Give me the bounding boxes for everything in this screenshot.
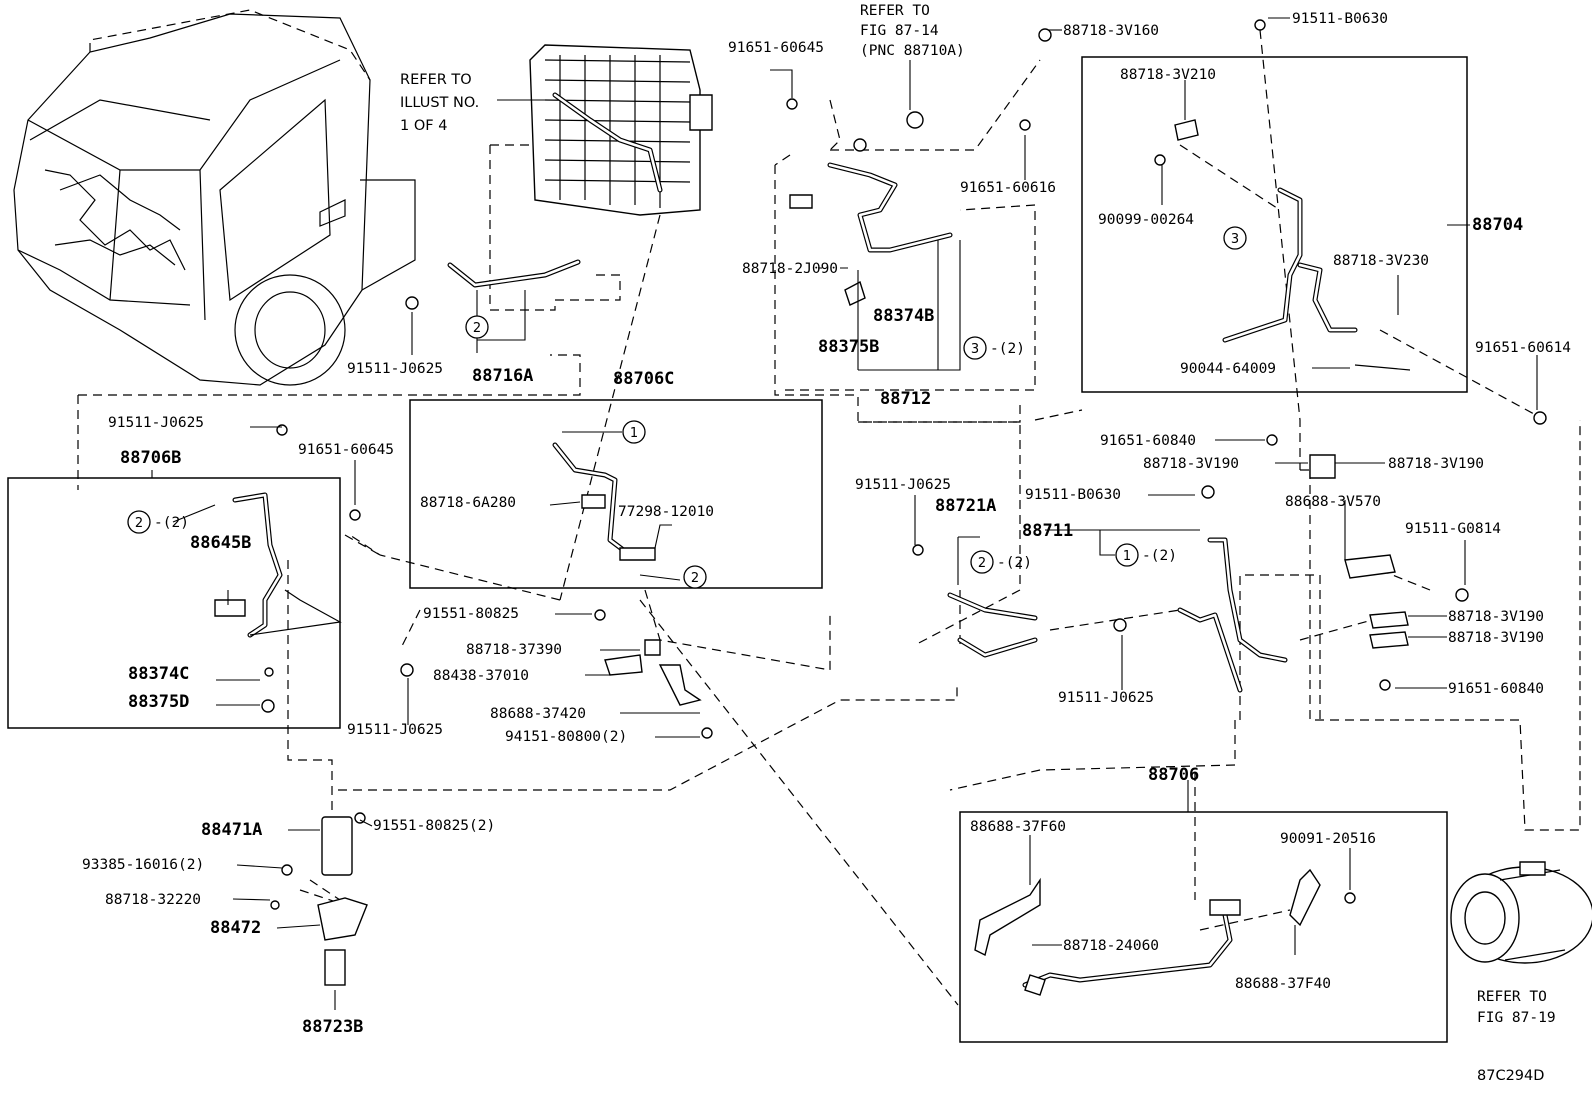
- part-88718-6A280: 88718-6A280: [420, 495, 516, 511]
- box-88706: [959, 811, 1448, 1043]
- refer-fig-87-19-line2: FIG 87-19: [1477, 1010, 1556, 1026]
- part-88472: 88472: [210, 918, 261, 938]
- part-88718-2J090: 88718-2J090: [742, 261, 838, 277]
- assembly-88711: 88711: [1022, 521, 1073, 541]
- marker-qty: -(2): [997, 555, 1032, 571]
- part-91511-B0630: 91511-B0630: [1025, 487, 1121, 503]
- part-88374C: 88374C: [128, 664, 189, 684]
- part-91551-80825-2: 91551-80825(2): [373, 818, 495, 834]
- part-91511-B0630: 91511-B0630: [1292, 11, 1388, 27]
- reference-notes: REFER TO ILLUST NO. 1 OF 4 REFER TO FIG …: [400, 3, 1556, 1084]
- condenser-illustration: [529, 44, 713, 216]
- marker-qty: -(2): [990, 341, 1025, 357]
- part-91651-60645: 91651-60645: [728, 40, 824, 56]
- part-91651-60840: 91651-60840: [1100, 433, 1196, 449]
- part-88718-3V190: 88718-3V190: [1388, 456, 1484, 472]
- part-88718-3V190: 88718-3V190: [1143, 456, 1239, 472]
- part-91511-J0625: 91511-J0625: [108, 415, 204, 431]
- part-91511-J0625: 91511-J0625: [347, 722, 443, 738]
- part-94151-80800: 94151-80800(2): [505, 729, 627, 745]
- refer-fig-87-14-line2: FIG 87-14: [860, 23, 939, 39]
- part-90044-64009: 90044-64009: [1180, 361, 1276, 377]
- marker-3: 3: [1231, 232, 1239, 247]
- part-88374B: 88374B: [873, 306, 934, 326]
- part-88375D: 88375D: [128, 692, 189, 712]
- part-88688-3V570: 88688-3V570: [1285, 494, 1381, 510]
- reference-markers: 2 1 2 2 -(2) 3 -(2) 3 2 -(2) 1 -(2): [127, 226, 1247, 589]
- part-88718-32220: 88718-32220: [105, 892, 201, 908]
- refer-fig-87-14-line1: REFER TO: [860, 3, 930, 19]
- part-91651-60614: 91651-60614: [1475, 340, 1571, 356]
- dashed-routing: [77, 29, 1581, 1006]
- part-88718-3V210: 88718-3V210: [1120, 67, 1216, 83]
- part-91651-60645: 91651-60645: [298, 442, 394, 458]
- part-90091-20516: 90091-20516: [1280, 831, 1376, 847]
- refer-fig-87-19-line1: REFER TO: [1477, 989, 1547, 1005]
- part-88718-3V190: 88718-3V190: [1448, 630, 1544, 646]
- refer-illust-line1: REFER TO: [400, 72, 472, 88]
- part-88718-37390: 88718-37390: [466, 642, 562, 658]
- part-88688-37420: 88688-37420: [490, 706, 586, 722]
- refer-fig-87-14-line3: (PNC 88710A): [860, 43, 965, 59]
- part-88718-24060: 88718-24060: [1063, 938, 1159, 954]
- assembly-88712: 88712: [880, 389, 931, 409]
- part-91511-J0625: 91511-J0625: [1058, 690, 1154, 706]
- marker-2: 2: [978, 556, 986, 571]
- marker-2: 2: [473, 321, 481, 336]
- box-88706C: [409, 399, 823, 589]
- assembly-88721A: 88721A: [935, 496, 996, 516]
- marker-1: 1: [630, 426, 638, 441]
- refer-illust-line3: 1 OF 4: [400, 118, 447, 134]
- marker-3: 3: [971, 342, 979, 357]
- part-88718-3V230: 88718-3V230: [1333, 253, 1429, 269]
- part-labels: 91651-60645 91511-J0625 91511-J0625 9165…: [82, 11, 1571, 1037]
- marker-2: 2: [135, 516, 143, 531]
- part-91551-80825: 91551-80825: [423, 606, 519, 622]
- part-88718-3V160: 88718-3V160: [1063, 23, 1159, 39]
- part-91651-60840: 91651-60840: [1448, 681, 1544, 697]
- part-77298-12010: 77298-12010: [618, 504, 714, 520]
- part-93385-16016: 93385-16016(2): [82, 857, 204, 873]
- part-91651-60616: 91651-60616: [960, 180, 1056, 196]
- marker-qty: -(2): [154, 515, 189, 531]
- part-88688-37F60: 88688-37F60: [970, 819, 1066, 835]
- leader-lines: [151, 17, 1538, 1010]
- part-88438-37010: 88438-37010: [433, 668, 529, 684]
- pipe-drawings: [214, 19, 1547, 996]
- part-88375B: 88375B: [818, 337, 879, 357]
- refer-illust-line2: ILLUST NO.: [400, 95, 479, 111]
- part-91511-J0625: 91511-J0625: [347, 361, 443, 377]
- assembly-88716A: 88716A: [472, 366, 533, 386]
- figure-code: 87C294D: [1477, 1068, 1544, 1084]
- part-88718-3V190: 88718-3V190: [1448, 609, 1544, 625]
- assembly-88704: 88704: [1472, 215, 1523, 235]
- part-88688-37F40: 88688-37F40: [1235, 976, 1331, 992]
- part-91511-G0814: 91511-G0814: [1405, 521, 1501, 537]
- part-91511-J0625: 91511-J0625: [855, 477, 951, 493]
- part-88471A: 88471A: [201, 820, 262, 840]
- assembly-88706: 88706: [1148, 765, 1199, 785]
- box-88706B: [7, 477, 341, 729]
- marker-2: 2: [691, 571, 699, 586]
- part-88645B: 88645B: [190, 533, 251, 553]
- assembly-88706C: 88706C: [613, 369, 674, 389]
- part-90099-00264: 90099-00264: [1098, 212, 1194, 228]
- part-88723B: 88723B: [302, 1017, 363, 1037]
- marker-qty: -(2): [1142, 548, 1177, 564]
- marker-1: 1: [1123, 549, 1131, 564]
- truck-cab-illustration: [13, 9, 416, 386]
- assembly-labels: 88706C 88706B 88704 88706 88712 88716A 8…: [120, 215, 1523, 785]
- compressor-illustration: [1450, 861, 1592, 964]
- assembly-88706B: 88706B: [120, 448, 181, 468]
